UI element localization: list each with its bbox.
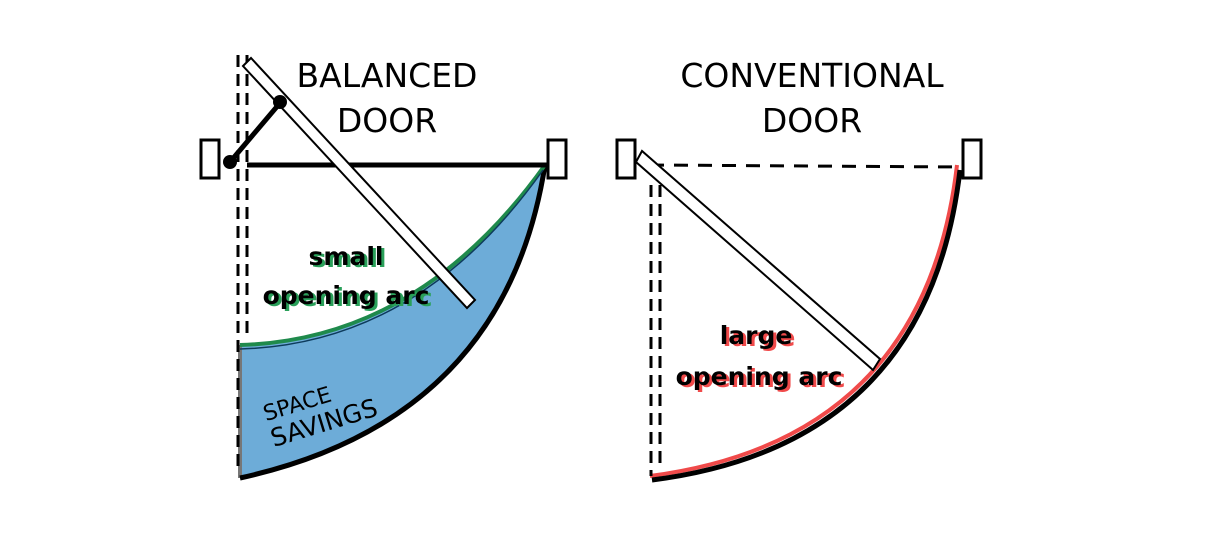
pivot-point-icon (273, 95, 287, 109)
door-leaf (241, 56, 477, 310)
door-leaf (634, 149, 882, 372)
right-jamb (546, 138, 568, 180)
conventional-title-line2: DOOR (762, 101, 862, 140)
small-opening-arc (239, 163, 547, 347)
small-arc-label-line1: small (309, 242, 384, 271)
pivot-point-icon (223, 155, 237, 169)
left-jamb (615, 138, 637, 180)
large-arc-label-line1: large (720, 321, 793, 350)
large-arc-label-shadow: opening arc (679, 364, 846, 393)
balanced-title-line1: BALANCED (297, 56, 478, 95)
balanced-door-panel: BALANCED DOOR small small opening arc op… (199, 55, 568, 481)
left-jamb (199, 138, 221, 180)
large-arc-label-shadow: large (723, 323, 796, 352)
small-arc-label-shadow: small (312, 244, 387, 273)
small-arc-label-shadow: opening arc (266, 283, 433, 312)
large-opening-arc (649, 164, 959, 478)
space-savings-region (240, 165, 545, 478)
balanced-title-line2: DOOR (337, 101, 437, 140)
small-arc-label-line2: opening arc (263, 281, 430, 310)
large-arc-label-line2: opening arc (676, 362, 843, 391)
right-jamb (961, 138, 983, 180)
full-sweep-arc (239, 164, 548, 481)
conventional-door-panel: CONVENTIONAL DOOR large large opening ar… (615, 56, 983, 483)
pivot-arm (228, 101, 282, 164)
conventional-title-line1: CONVENTIONAL (680, 56, 944, 95)
